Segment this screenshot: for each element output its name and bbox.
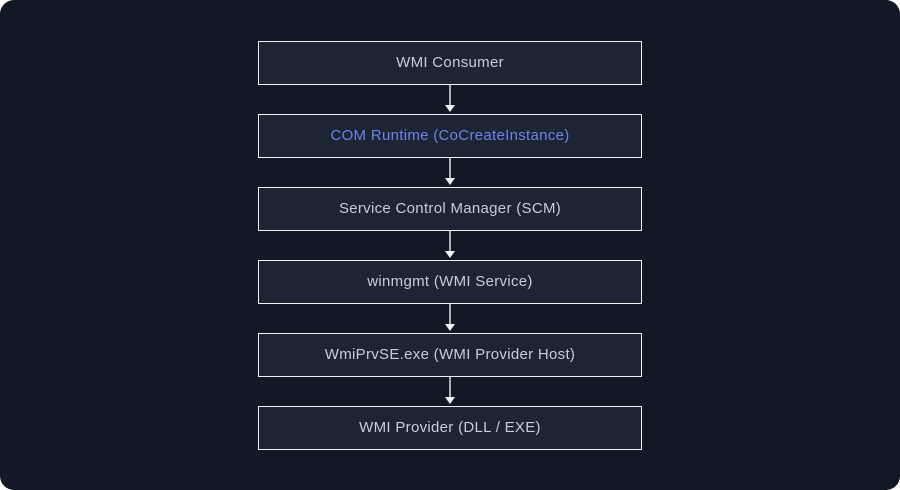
arrow-head xyxy=(445,250,455,258)
arrow-line xyxy=(449,84,451,106)
arrow-head xyxy=(445,396,455,404)
arrow-head xyxy=(445,323,455,331)
flow-node: WMI Consumer xyxy=(258,40,642,85)
arrow-line xyxy=(449,157,451,179)
down-arrow-icon xyxy=(445,157,455,187)
flow-node: Service Control Manager (SCM) xyxy=(258,186,642,231)
flow-node-label: WmiPrvSE.exe (WMI Provider Host) xyxy=(324,346,576,363)
arrow-line xyxy=(449,303,451,325)
down-arrow-icon xyxy=(445,84,455,114)
arrow-head xyxy=(445,104,455,112)
arrow-head xyxy=(445,177,455,185)
flow-node: winmgmt (WMI Service) xyxy=(258,259,642,304)
down-arrow-icon xyxy=(445,230,455,260)
arrow-line xyxy=(449,376,451,398)
flow-node-label: Service Control Manager (SCM) xyxy=(338,200,562,217)
arrow-line xyxy=(449,230,451,252)
down-arrow-icon xyxy=(445,376,455,406)
flow-node-label: WMI Consumer xyxy=(396,54,504,71)
down-arrow-icon xyxy=(445,303,455,333)
wmi-flow-diagram: WMI Consumer COM Runtime (CoCreateInstan… xyxy=(258,40,642,450)
flow-node: WmiPrvSE.exe (WMI Provider Host) xyxy=(258,332,642,377)
flow-node: WMI Provider (DLL / EXE) xyxy=(258,405,642,450)
flow-node: COM Runtime (CoCreateInstance) xyxy=(258,113,642,158)
flow-node-label: COM Runtime (CoCreateInstance) xyxy=(330,127,570,144)
flow-node-label: winmgmt (WMI Service) xyxy=(367,273,533,290)
flow-node-label: WMI Provider (DLL / EXE) xyxy=(359,419,541,436)
